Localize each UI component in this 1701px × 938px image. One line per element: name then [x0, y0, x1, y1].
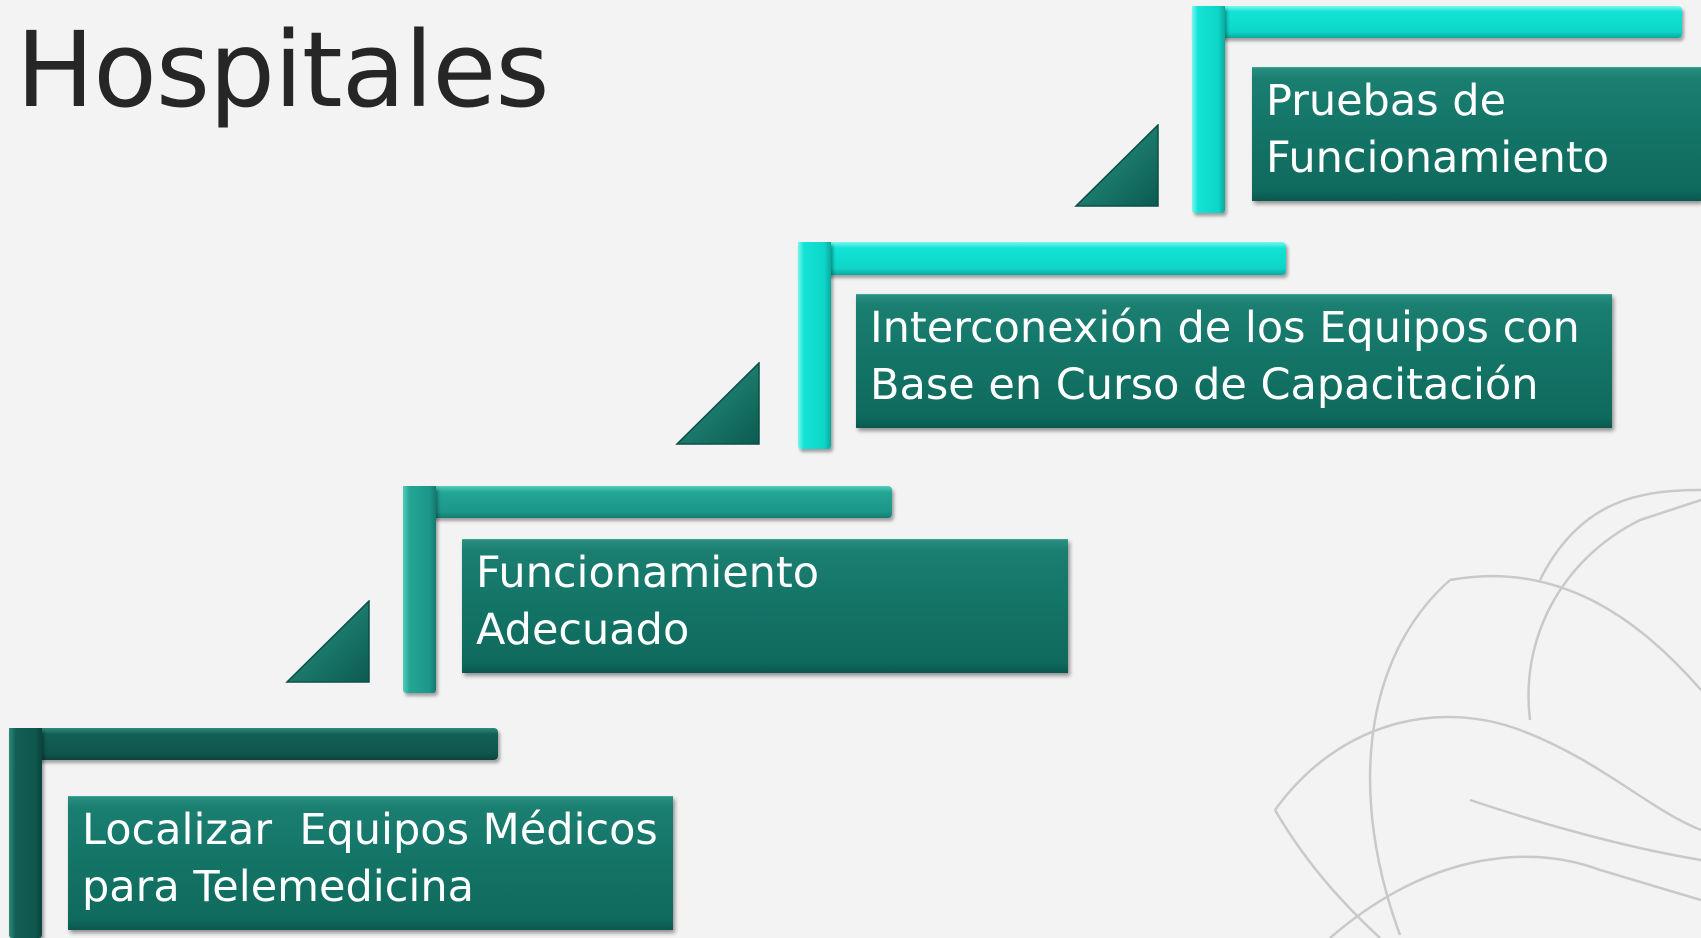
step-1-bracket-vertical: [9, 728, 42, 938]
step-4-box: Pruebas de Funcionamiento: [1252, 67, 1701, 201]
step-2-bracket-horizontal: [403, 486, 892, 518]
step-4-bracket-vertical: [1192, 6, 1225, 213]
step-3-bracket-vertical: [798, 242, 831, 449]
step-3-arrow-triangle: [675, 362, 760, 445]
step-3-bracket-horizontal: [798, 242, 1286, 275]
step-2-bracket-vertical: [403, 486, 436, 693]
step-2-arrow-triangle: [285, 600, 370, 683]
step-4-arrow-triangle: [1074, 124, 1159, 207]
step-2-box: Funcionamiento Adecuado: [462, 539, 1068, 673]
step-4-bracket-horizontal: [1192, 6, 1682, 38]
page-title: Hospitales: [16, 9, 549, 131]
step-1-bracket-horizontal: [9, 728, 498, 760]
step-1-box: Localizar Equipos Médicos para Telemedic…: [68, 796, 673, 930]
step-3-box: Interconexión de los Equipos con Base en…: [856, 294, 1612, 428]
